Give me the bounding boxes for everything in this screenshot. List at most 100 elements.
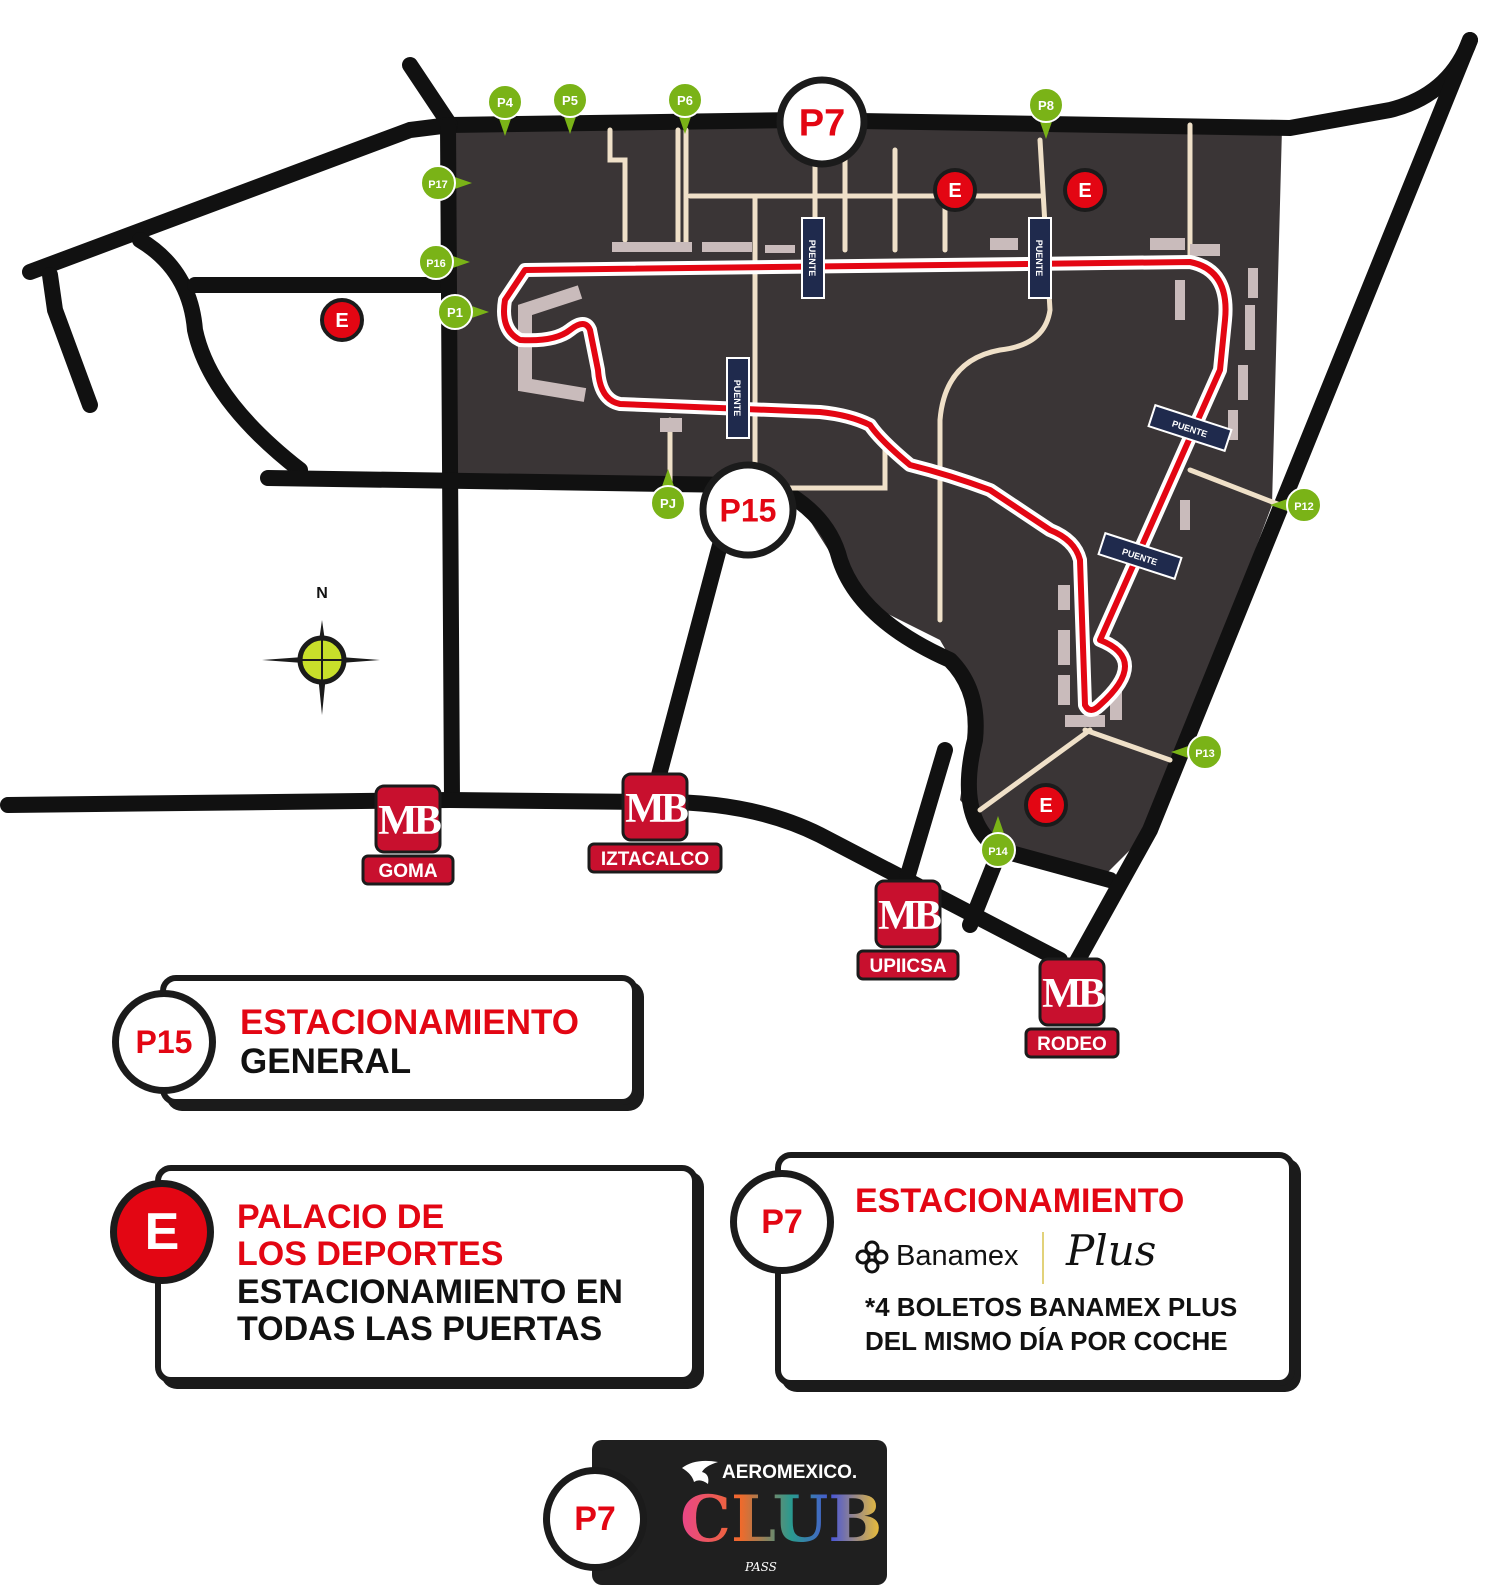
metro-mb-icon xyxy=(1038,957,1106,1027)
legend-palacio-badge: E xyxy=(110,1180,214,1284)
bridge-label: PUENTE xyxy=(732,380,742,417)
pin-circle xyxy=(980,832,1016,868)
badge-label: E xyxy=(144,1203,180,1261)
legend-palacio-title-1: PALACIO DE xyxy=(237,1198,445,1236)
pin-p5: P5 xyxy=(552,82,588,134)
banamex-note-1: *4 BOLETOS BANAMEX PLUS xyxy=(865,1292,1238,1322)
bridge-label: PUENTE xyxy=(807,240,817,277)
banamex-divider xyxy=(1042,1232,1044,1284)
legend-banamex-badge: P7 xyxy=(730,1170,834,1274)
road-west-branch xyxy=(42,267,98,413)
pin-label: P12 xyxy=(1294,501,1314,513)
e-marker-e1: E xyxy=(933,168,977,212)
metro-mb-glyph: MB xyxy=(1042,971,1105,1017)
pin-label: P17 xyxy=(428,179,448,191)
pin-label: P5 xyxy=(562,93,578,108)
building xyxy=(612,242,692,252)
legend-palacio-text-1: ESTACIONAMIENTO EN xyxy=(237,1273,623,1311)
metro-upiicsa: MB UPIICSA xyxy=(856,879,960,981)
metro-label: UPIICSA xyxy=(869,956,946,977)
road-upiicsa-link xyxy=(897,742,953,893)
road-northwest xyxy=(22,117,458,280)
e-marker-e2: E xyxy=(1063,168,1107,212)
road-curve-south xyxy=(782,487,1118,888)
big-marker-p15: P15 xyxy=(699,461,797,559)
pin-p17: P17 xyxy=(420,165,472,201)
building xyxy=(1065,715,1105,727)
buildings xyxy=(518,238,1258,727)
pin-p1: P1 xyxy=(437,294,489,330)
path-a xyxy=(607,127,628,243)
building xyxy=(1175,280,1185,320)
big-marker-circle xyxy=(699,461,797,559)
bridge-b5: PUENTE xyxy=(1097,531,1183,581)
road-west-curve xyxy=(132,232,308,478)
pin-circle xyxy=(552,82,588,118)
plus-script: Plus xyxy=(1066,1226,1157,1275)
e-marker-circle xyxy=(1024,783,1068,827)
compass-icon: N xyxy=(262,585,380,715)
legend-aeromexico-badge: P7 xyxy=(543,1467,647,1571)
big-marker-label: P15 xyxy=(720,493,777,529)
e-marker-circle xyxy=(1063,168,1107,212)
pin-pj: PJ xyxy=(650,469,686,521)
pin-label: P4 xyxy=(497,95,514,110)
legend-palacio-box xyxy=(155,1165,698,1383)
legend-banamex-box xyxy=(775,1152,1295,1386)
bridge-b4: PUENTE xyxy=(1147,403,1233,453)
e-marker-circle xyxy=(933,168,977,212)
pin-p14: P14 xyxy=(980,816,1016,868)
banamex-logo-petal xyxy=(855,1249,871,1265)
metro-mb-glyph: MB xyxy=(878,893,941,939)
path-p xyxy=(977,727,1093,813)
metro-mb-glyph: MB xyxy=(378,798,441,844)
legend-banamex-title: ESTACIONAMIENTO xyxy=(855,1182,1185,1220)
eagle-shape xyxy=(682,1460,718,1484)
building xyxy=(990,238,1018,250)
road-iztacalco-link xyxy=(647,537,728,798)
pin-label: P8 xyxy=(1038,98,1054,113)
pin-circle xyxy=(650,485,686,521)
road-east-diagonal xyxy=(1067,32,1478,973)
pin-circle xyxy=(667,82,703,118)
metro-label-box xyxy=(856,949,960,981)
building xyxy=(1245,305,1255,350)
metro-mb-icon xyxy=(621,772,689,842)
e-marker-label: E xyxy=(1039,795,1052,817)
metro-label: RODEO xyxy=(1037,1034,1107,1055)
e-marker-e4: E xyxy=(1024,783,1068,827)
metro-rodeo: MB RODEO xyxy=(1024,957,1120,1059)
pin-circle xyxy=(420,165,456,201)
building xyxy=(660,418,682,432)
bridge-b3: PUENTE xyxy=(726,357,750,439)
e-marker-e3: E xyxy=(320,298,364,342)
path-n xyxy=(1187,467,1283,508)
bridge-body xyxy=(1147,403,1233,453)
grandstand-foro xyxy=(518,285,587,402)
badge-label: P7 xyxy=(574,1499,616,1538)
park-area xyxy=(455,125,1282,875)
building xyxy=(1228,410,1238,440)
metro-label: IZTACALCO xyxy=(601,849,709,870)
pin-label: P1 xyxy=(447,305,463,320)
legend-general-badge: P15 xyxy=(112,990,216,1094)
path-m xyxy=(757,437,888,491)
badge-label: P7 xyxy=(761,1202,803,1241)
metro-mb-glyph: MB xyxy=(625,786,688,832)
compass-label: N xyxy=(316,585,328,602)
e-markers: E E E E xyxy=(320,168,1107,827)
building xyxy=(1190,244,1220,256)
building xyxy=(1248,268,1258,298)
building xyxy=(702,242,752,252)
bridge-body xyxy=(726,357,750,439)
pin-circle xyxy=(1028,87,1064,123)
e-marker-label: E xyxy=(948,180,961,202)
pin-label: P14 xyxy=(988,846,1008,858)
club-pass: PASS xyxy=(745,1560,777,1574)
road-network xyxy=(0,32,1478,973)
pin-circle xyxy=(437,294,473,330)
